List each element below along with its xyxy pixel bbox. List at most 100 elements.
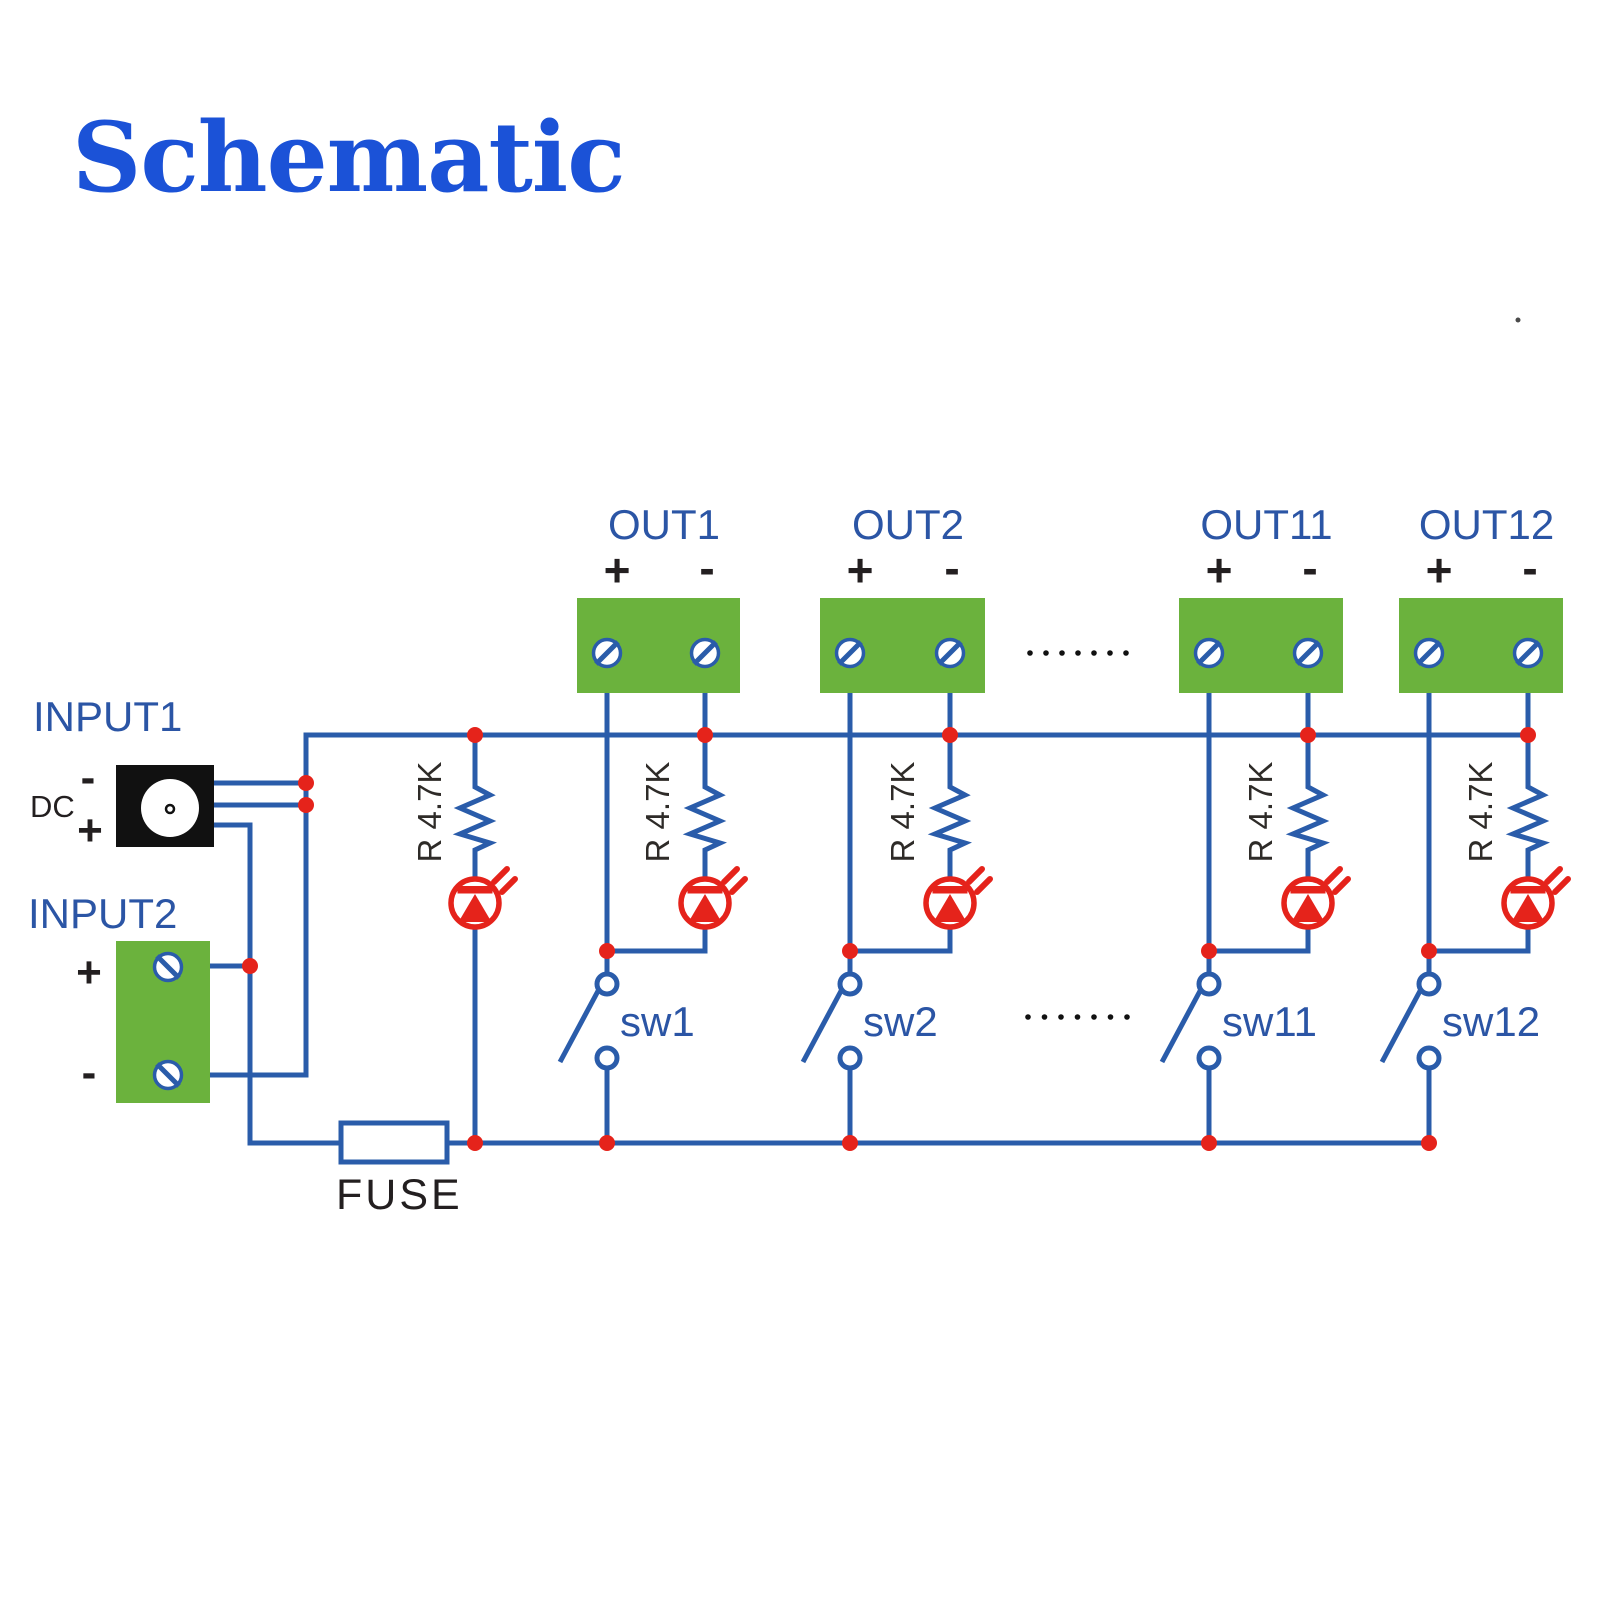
input2-label: INPUT2 (28, 890, 177, 937)
led-emission-mark (729, 876, 748, 895)
out11-label: OUT11 (1200, 501, 1332, 548)
screw-terminal (1413, 637, 1445, 669)
out1-switch-lever (557, 989, 601, 1064)
out12-label: OUT12 (1419, 501, 1554, 548)
page-title: Schematic (72, 101, 626, 214)
separator-dots-top (1043, 650, 1049, 656)
dc-jack-pin (164, 803, 176, 815)
out12-minus-wire-resistor (1429, 693, 1551, 954)
out11-minus-wire-resistor (1209, 693, 1331, 954)
out12-led (1501, 866, 1571, 930)
junction-dot (1421, 943, 1437, 959)
junction-dot (1201, 943, 1217, 959)
out12-resistor-label: R 4.7K (1462, 762, 1499, 863)
separator-dots-top (1027, 650, 1033, 656)
out11-led (1281, 866, 1351, 930)
power-indicator-led (448, 866, 518, 930)
led-cathode-bar (457, 886, 493, 894)
input1-minus-sign: - (81, 753, 96, 802)
led-emission-mark (1552, 876, 1571, 895)
out1-switch-contact-bottom (594, 1045, 620, 1071)
separator-dots-bottom (1124, 1014, 1130, 1020)
led-emission-mark (1544, 866, 1563, 885)
screw-slot (1196, 640, 1222, 666)
separator-dots-bottom (1025, 1014, 1031, 1020)
led-cathode-bar (1290, 886, 1326, 894)
out12-switch-contact-top (1416, 971, 1442, 997)
out1-minus-wire-resistor (607, 693, 728, 954)
dc-label: DC (30, 789, 75, 824)
junction-dot (467, 1135, 483, 1151)
out1-minus-sign: - (699, 542, 714, 594)
input2-minus-sign: - (82, 1048, 97, 1097)
fuse-body (338, 1120, 450, 1165)
out2-plus-sign: + (847, 544, 874, 596)
out11-switch-contact-top (1196, 971, 1222, 997)
out1-plus-sign: + (604, 544, 631, 596)
led-anode-triangle (458, 894, 492, 922)
fuse-label: FUSE (336, 1171, 463, 1219)
junction-dot (842, 943, 858, 959)
junction-dot (1300, 727, 1316, 743)
out2-switch-contact-bottom (837, 1045, 863, 1071)
out2-switch-contact-top (837, 971, 863, 997)
led-anode-triangle (1511, 894, 1545, 922)
separator-dots-top (1123, 650, 1129, 656)
separator-dots-top (1059, 650, 1065, 656)
led-emission-mark (499, 876, 518, 895)
separator-dots-bottom (1058, 1014, 1064, 1020)
screw-slot (1416, 640, 1442, 666)
led-emission-mark (966, 866, 985, 885)
junction-dot (1421, 1135, 1437, 1151)
screw-slot (155, 1062, 181, 1088)
junction-dot (942, 727, 958, 743)
junction-dot (697, 727, 713, 743)
out2-label: OUT2 (852, 501, 964, 548)
out12-minus-sign: - (1522, 542, 1537, 594)
out2-minus-wire-resistor (850, 693, 973, 954)
screw-terminal (834, 637, 866, 669)
screw-slot (1295, 640, 1321, 666)
junction-dot (599, 1135, 615, 1151)
out11-switch-label: sw11 (1222, 998, 1317, 1045)
screw-slot (594, 640, 620, 666)
out2-resistor-label: R 4.7K (884, 762, 921, 863)
out12-plus-sign: + (1426, 544, 1453, 596)
out1-switch-contact-top (594, 971, 620, 997)
screw-slot (837, 640, 863, 666)
out11-plus-sign: + (1206, 544, 1233, 596)
led-anode-triangle (1291, 894, 1325, 922)
positive-bus-wire (214, 822, 1429, 1146)
input2-screw-minus (152, 1059, 184, 1091)
screw-terminal (1292, 637, 1324, 669)
out2-led (923, 866, 993, 930)
screw-slot (155, 954, 181, 980)
junction-dot (467, 727, 483, 743)
out1-switch-label: sw1 (620, 998, 695, 1045)
led-emission-mark (1332, 876, 1351, 895)
out1-label: OUT1 (608, 501, 720, 548)
out2-minus-sign: - (944, 542, 959, 594)
screw-terminal (934, 637, 966, 669)
screw-slot (937, 640, 963, 666)
screw-terminal (591, 637, 623, 669)
out2-switch-label: sw2 (863, 998, 938, 1045)
screw-terminal (689, 637, 721, 669)
out1-resistor-label: R 4.7K (639, 762, 676, 863)
separator-dots-bottom (1074, 1014, 1081, 1020)
separator-dots-top (1075, 650, 1081, 656)
screw-slot (692, 640, 718, 666)
channel-out2: OUT2+ - R 4.7K sw2 (800, 501, 993, 1151)
input2-screw-plus (152, 951, 184, 983)
input1-label: INPUT1 (33, 693, 182, 740)
negative-bus-wire (210, 732, 1528, 1078)
led-emission-mark (721, 866, 740, 885)
junction-dot (242, 958, 258, 974)
input2-plus-sign: + (76, 948, 102, 997)
junction-dot (298, 775, 314, 791)
led-anode-triangle (688, 894, 722, 922)
out12-switch-lever (1379, 989, 1423, 1064)
out11-resistor-label: R 4.7K (1242, 762, 1279, 863)
